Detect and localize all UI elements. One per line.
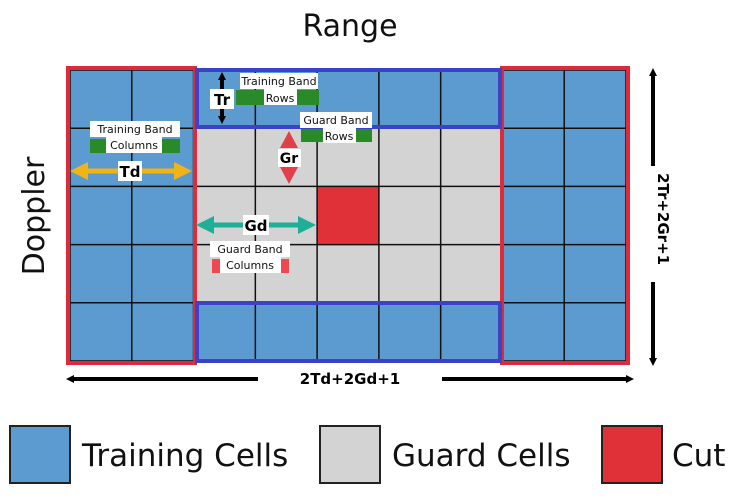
- training-cell: [70, 244, 132, 303]
- td-label: Td: [120, 163, 141, 181]
- guard-band-rows-chip-left: [301, 129, 323, 142]
- guard-band-columns-chip-left: [212, 259, 220, 273]
- guard-band-columns-chip-right: [281, 259, 289, 273]
- gd-arrow-head-left: [196, 216, 214, 234]
- training-cell: [564, 186, 626, 245]
- training-band-rows-line1: Training Band: [240, 75, 316, 88]
- training-band-columns-chip-left: [90, 139, 106, 153]
- training-cell: [502, 244, 565, 303]
- training-cell: [70, 70, 132, 129]
- guard-cell: [378, 128, 441, 187]
- legend-label-cut: Cut: [672, 438, 725, 474]
- training-band-rows-bg1: [240, 73, 318, 89]
- guard-cell: [193, 128, 256, 187]
- left-training-band-outline: [66, 66, 197, 365]
- td-label-bg: [118, 161, 142, 181]
- training-cell: [378, 302, 441, 361]
- training-cell: [502, 128, 565, 187]
- training-band-columns-bg1: [90, 121, 180, 137]
- training-cell: [564, 128, 626, 187]
- training-cell: [131, 244, 194, 303]
- bottom-training-band-outline: [195, 301, 502, 363]
- gr-arrow-down: [280, 167, 298, 184]
- training-cell: [70, 302, 132, 361]
- bottom-span-label: 2Td+2Gd+1: [300, 370, 400, 388]
- legend-swatch-guard: [319, 425, 381, 484]
- training-band-columns-bg2: [106, 137, 162, 153]
- guard-cell: [440, 244, 503, 303]
- guard-band-columns-bg2: [220, 257, 281, 273]
- right-span-label: 2Tr+2Gr+1: [654, 173, 672, 265]
- legend-swatch-training: [9, 425, 71, 484]
- gd-label-bg: [243, 215, 269, 235]
- training-cell: [564, 70, 626, 129]
- training-cell: [255, 302, 318, 361]
- guard-cell: [440, 186, 503, 245]
- training-cell: [440, 70, 503, 129]
- training-cell: [502, 186, 565, 245]
- guard-cell: [378, 186, 441, 245]
- gr-label-bg: [278, 149, 301, 167]
- legend-label-training: Training Cells: [81, 438, 288, 474]
- training-cell: [564, 302, 626, 361]
- guard-band-columns-line1: Guard Band: [217, 243, 282, 256]
- training-band-rows-line2: Rows: [266, 92, 295, 105]
- gr-arrow-up: [280, 131, 298, 148]
- training-cell: [502, 302, 565, 361]
- legend-swatch-cut: [601, 425, 663, 484]
- guard-cell: [440, 128, 503, 187]
- training-band-columns-line2: Columns: [110, 139, 158, 152]
- training-band-rows-chip-left: [236, 90, 264, 105]
- cell-grid: [70, 70, 626, 361]
- gd-arrow-head-right: [298, 216, 316, 234]
- tr-label-bg: [210, 89, 234, 109]
- training-cell: [564, 244, 626, 303]
- training-band-rows-chip-right: [297, 90, 319, 105]
- cut-cell: [317, 186, 379, 245]
- training-cell: [502, 70, 565, 129]
- guard-band-rows-bg2: [323, 128, 356, 143]
- training-cell: [317, 302, 379, 361]
- guard-band-rows-line1: Guard Band: [303, 114, 368, 127]
- tr-label: Tr: [214, 91, 231, 109]
- guard-cell: [378, 244, 441, 303]
- training-cell: [70, 186, 132, 245]
- guard-band-rows-chip-right: [356, 129, 372, 142]
- right-training-band-outline: [500, 66, 630, 365]
- training-cell: [131, 302, 194, 361]
- training-cell: [440, 302, 503, 361]
- doppler-axis-label: Doppler: [17, 156, 52, 275]
- training-cell: [131, 186, 194, 245]
- guard-band-columns-line2: Columns: [226, 259, 274, 272]
- training-cell: [193, 302, 256, 361]
- training-band-columns-chip-right: [162, 139, 180, 153]
- gd-label: Gd: [244, 217, 267, 235]
- training-band-rows-bg2: [264, 89, 297, 105]
- legend: Training Cells Guard Cells Cut: [9, 425, 725, 484]
- training-cell: [378, 70, 441, 129]
- training-cell: [131, 70, 194, 129]
- legend-label-guard: Guard Cells: [392, 438, 571, 474]
- td-arrow-head-left: [70, 162, 88, 180]
- guard-band-rows-bg1: [300, 112, 372, 128]
- guard-cell: [317, 244, 379, 303]
- range-axis-label: Range: [302, 9, 397, 44]
- training-band-columns-line1: Training Band: [96, 123, 172, 136]
- guard-band-rows-line2: Rows: [325, 130, 354, 143]
- td-arrow-head-right: [174, 162, 192, 180]
- guard-band-columns-bg1: [210, 241, 290, 257]
- gr-label: Gr: [280, 151, 298, 167]
